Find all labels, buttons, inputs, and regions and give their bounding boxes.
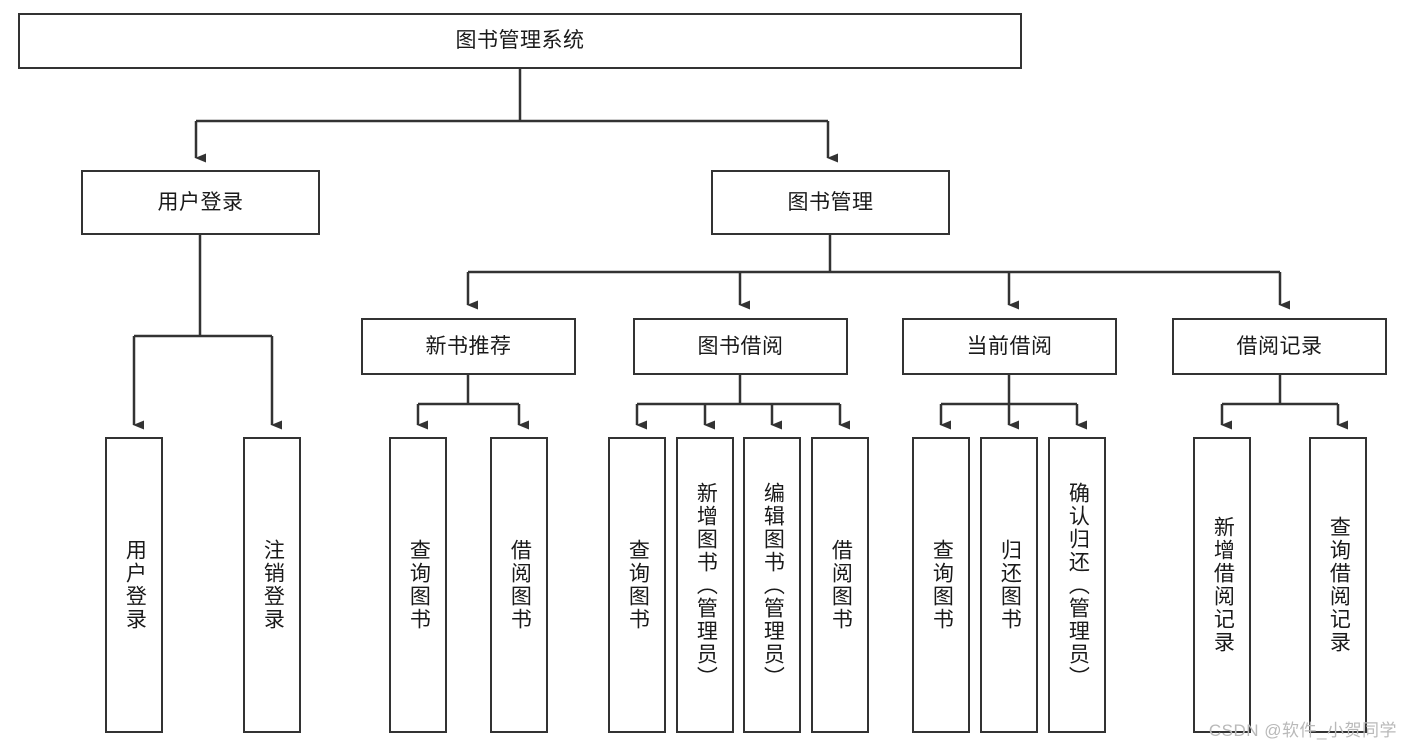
node-leaf-logout-login[interactable]: 注销登录: [243, 437, 301, 733]
node-leaf-add-book-admin[interactable]: 新增图书（管理员）: [676, 437, 734, 733]
node-label: 当前借阅: [966, 334, 1053, 358]
node-label: 归还图书: [998, 539, 1022, 631]
node-leaf-add-borrow-record[interactable]: 新增借阅记录: [1193, 437, 1251, 733]
node-label: 用户登录: [157, 190, 244, 214]
node-book-management-system[interactable]: 图书管理系统: [18, 13, 1022, 69]
node-label: 查询图书: [626, 539, 650, 631]
node-label: 查询借阅记录: [1327, 516, 1351, 654]
node-borrow-record[interactable]: 借阅记录: [1172, 318, 1387, 375]
node-book-management[interactable]: 图书管理: [711, 170, 950, 235]
node-label: 注销登录: [261, 539, 285, 631]
node-leaf-query-book-1[interactable]: 查询图书: [389, 437, 447, 733]
node-label: 借阅图书: [508, 539, 532, 631]
node-label: 确认归还（管理员）: [1066, 481, 1090, 689]
node-book-borrow[interactable]: 图书借阅: [633, 318, 848, 375]
node-new-book-recommend[interactable]: 新书推荐: [361, 318, 576, 375]
connector-lines: [132, 69, 1348, 430]
node-label: 新增借阅记录: [1211, 516, 1235, 654]
node-leaf-borrow-book-2[interactable]: 借阅图书: [811, 437, 869, 733]
node-label: 图书管理: [787, 190, 874, 214]
node-label: 查询图书: [407, 539, 431, 631]
node-label: 编辑图书（管理员）: [761, 481, 785, 689]
node-label: 图书借阅: [697, 334, 784, 358]
node-leaf-user-login[interactable]: 用户登录: [105, 437, 163, 733]
node-label: 用户登录: [123, 539, 147, 631]
node-user-login[interactable]: 用户登录: [81, 170, 320, 235]
node-leaf-confirm-return-admin[interactable]: 确认归还（管理员）: [1048, 437, 1106, 733]
node-label: 查询图书: [930, 539, 954, 631]
node-label: 图书管理系统: [455, 29, 585, 53]
node-leaf-query-book-3[interactable]: 查询图书: [912, 437, 970, 733]
node-label: 新书推荐: [425, 334, 512, 358]
node-leaf-query-book-2[interactable]: 查询图书: [608, 437, 666, 733]
node-leaf-edit-book-admin[interactable]: 编辑图书（管理员）: [743, 437, 801, 733]
node-current-borrow[interactable]: 当前借阅: [902, 318, 1117, 375]
node-label: 新增图书（管理员）: [694, 481, 718, 689]
node-label: 借阅图书: [829, 539, 853, 631]
node-leaf-query-borrow-record[interactable]: 查询借阅记录: [1309, 437, 1367, 733]
node-label: 借阅记录: [1236, 334, 1323, 358]
node-leaf-return-book[interactable]: 归还图书: [980, 437, 1038, 733]
node-leaf-borrow-book-1[interactable]: 借阅图书: [490, 437, 548, 733]
